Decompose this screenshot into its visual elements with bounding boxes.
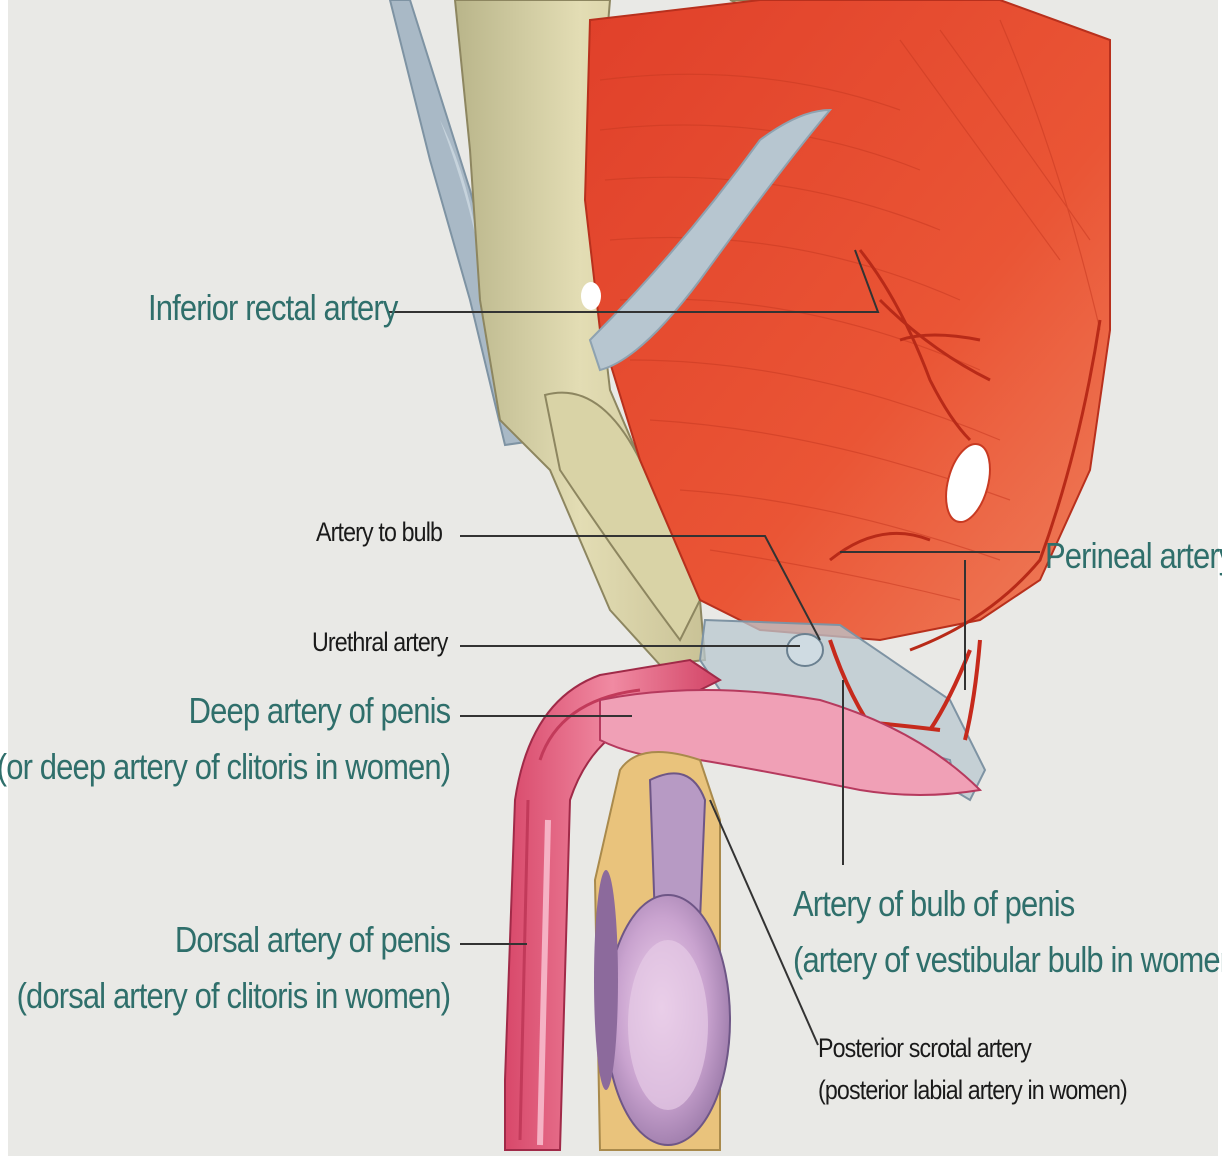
label-dorsal-artery-of-penis: Dorsal artery of penis (dorsal artery of… [16, 912, 450, 1024]
epididymis [594, 870, 618, 1090]
testis-highlight [628, 940, 708, 1110]
label-line: Perineal artery [1045, 528, 1222, 584]
label-deep-artery-of-penis: Deep artery of penis (or deep artery of … [0, 683, 450, 795]
urethra-opening [787, 634, 823, 666]
label-posterior-scrotal-artery: Posterior scrotal artery (posterior labi… [818, 1028, 1127, 1112]
label-line: (posterior labial artery in women) [818, 1070, 1127, 1112]
label-line: Artery to bulb [316, 512, 442, 554]
label-line: Artery of bulb of penis [793, 876, 1222, 932]
label-artery-of-bulb-of-penis: Artery of bulb of penis (artery of vesti… [793, 876, 1222, 988]
label-line: Urethral artery [312, 622, 447, 664]
label-perineal-artery: Perineal artery [1045, 528, 1222, 584]
foramen-left [581, 282, 601, 310]
label-line: Deep artery of penis [0, 683, 450, 739]
label-artery-to-bulb: Artery to bulb [316, 512, 442, 554]
label-line: (dorsal artery of clitoris in women) [16, 968, 450, 1024]
label-inferior-rectal-artery: Inferior rectal artery [148, 280, 397, 336]
label-urethral-artery: Urethral artery [312, 622, 447, 664]
label-line: (artery of vestibular bulb in women) [793, 932, 1222, 988]
label-line: Inferior rectal artery [148, 280, 397, 336]
label-line: Posterior scrotal artery [818, 1028, 1127, 1070]
label-line: (or deep artery of clitoris in women) [0, 739, 450, 795]
label-line: Dorsal artery of penis [16, 912, 450, 968]
